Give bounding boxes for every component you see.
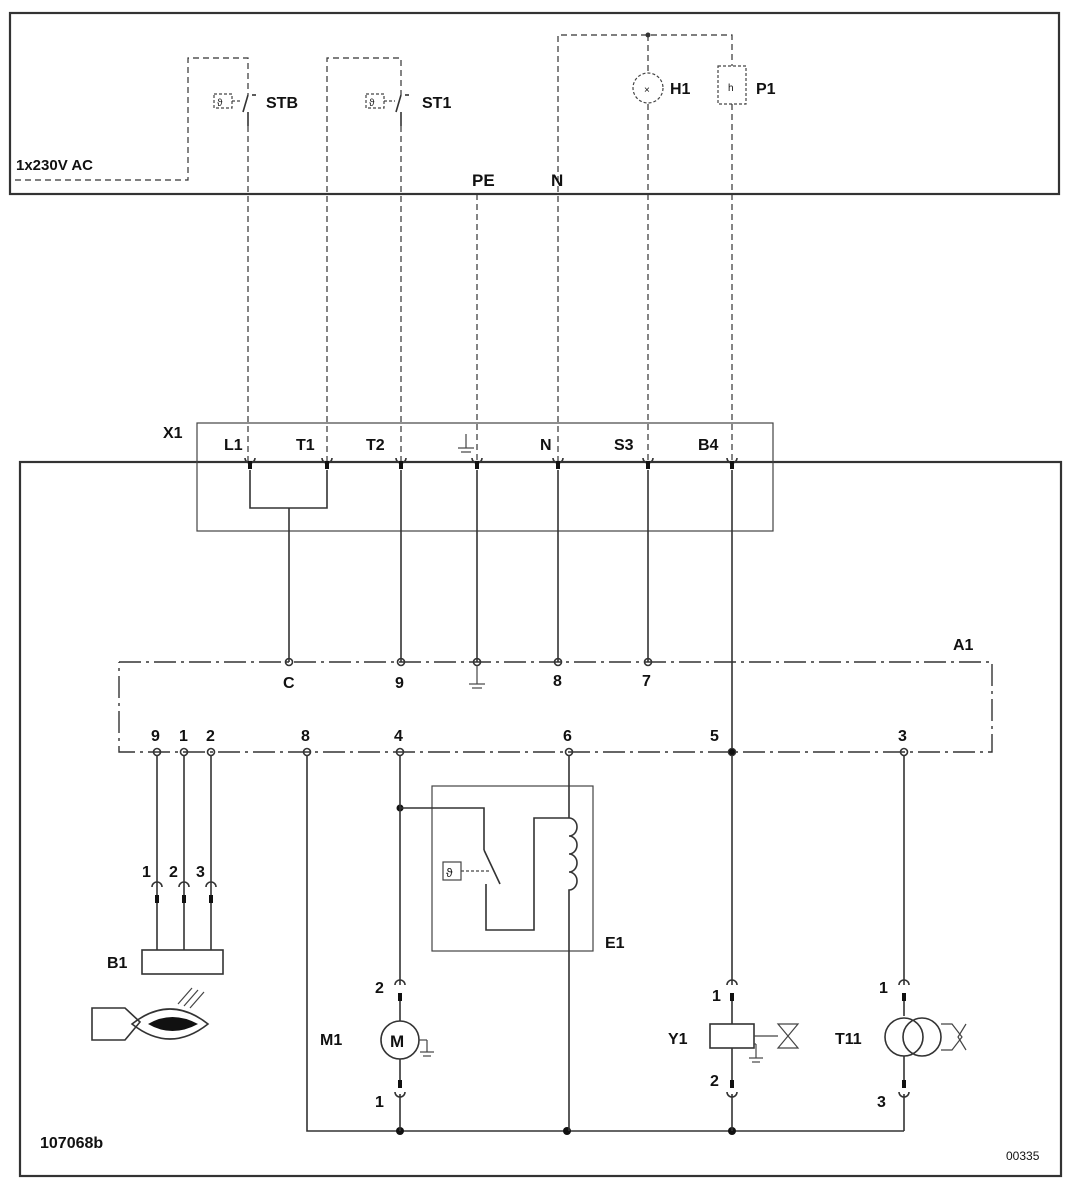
b1-label: B1 [107,955,128,972]
stb-thermostat: ϑ [213,93,256,126]
y1-plug-top [726,979,738,1001]
m1-plug-top [394,979,406,1001]
y1-ground-icon [749,1043,763,1063]
sheet-code: 00335 [1006,1149,1040,1163]
common-return-wire [306,756,904,1132]
m1-pin-bottom: 1 [375,1094,384,1111]
solenoid-valve-icon [709,1023,755,1049]
a1-pin-c: C [283,675,295,692]
t11-pin-bottom: 3 [877,1094,886,1111]
a1-pin-8-lower: 8 [301,728,310,745]
e1-heater-box [431,785,594,952]
t11-label: T11 [835,1031,862,1048]
x1-terminal-block [196,422,774,532]
a1-pin-5: 5 [710,728,719,745]
a1-pin-4: 4 [394,728,403,745]
b1-pin-2: 2 [169,864,178,881]
pe-label: PE [472,171,495,190]
b1-pin-3: 3 [196,864,205,881]
svg-text:ϑ: ϑ [217,98,223,109]
terminal-label-l1: L1 [224,437,243,454]
a1-pin-3: 3 [898,728,907,745]
terminal-label-b4: B4 [698,437,719,454]
m1-symbol: M [390,1032,404,1051]
transformer-icon [884,1017,942,1057]
external-panel [8,11,1061,196]
svg-text:ϑ: ϑ [446,866,453,880]
p1-label: P1 [756,81,776,98]
b1-sensor-body [141,949,224,975]
stb-label: STB [266,95,298,112]
valve-icon [776,1023,800,1049]
flame-icon [91,987,210,1041]
a1-label: A1 [953,637,974,654]
st1-thermostat: ϑ [365,93,409,126]
a1-pin-7: 7 [642,673,651,690]
supply-wire [15,57,249,181]
e1-switch-contact [483,849,501,885]
a1-pin-6: 6 [563,728,572,745]
y1-pin-bottom: 2 [710,1073,719,1090]
x1-label: X1 [163,425,183,442]
st1-label: ST1 [422,95,451,112]
supply-label: 1x230V AC [16,157,93,174]
terminal-plugs [244,457,738,469]
m1-pin-top: 2 [375,980,384,997]
a1-controller [118,661,993,753]
e1-label: E1 [605,935,625,952]
n-label: N [551,171,563,190]
a1-pin-9-upper: 9 [395,675,404,692]
svg-text:ϑ: ϑ [369,98,375,109]
t11-pin-top: 1 [879,980,888,997]
neutral-loop-wire [557,34,733,462]
a1-lower-pins [152,747,909,757]
terminal-label-t2: T2 [366,437,385,454]
m1-ground-icon [419,1039,434,1057]
terminal-label-t1: T1 [296,437,315,454]
heating-coil-icon [568,756,578,1131]
l1-t1-bridge [249,470,328,509]
p1-glyph: h [728,83,734,94]
terminal-ground-icon [458,434,474,453]
t11-plug-top [898,979,910,1001]
m1-label: M1 [320,1032,342,1049]
a1-pin-2: 2 [206,728,215,745]
t1-link-wire [326,57,402,462]
a1-ground-icon [469,666,485,689]
junction-dot [645,32,651,38]
a1-pin-9-lower: 9 [151,728,160,745]
y1-label: Y1 [668,1031,688,1048]
ignition-electrode-icon [941,1023,967,1051]
b1-plugs [151,881,217,903]
e1-feed-wire [400,807,485,850]
a1-pin-8-upper: 8 [553,673,562,690]
svg-text:×: × [644,85,650,96]
e1-heater-wire [485,817,569,931]
a1-pin-1: 1 [179,728,188,745]
terminal-label-n: N [540,437,552,454]
burner-panel [18,460,1063,1178]
h1-lamp-icon [632,72,664,104]
terminal-label-s3: S3 [614,437,634,454]
junction-dots [396,749,736,1135]
y1-pin-top: 1 [712,988,721,1005]
b1-pin-1: 1 [142,864,151,881]
h1-label: H1 [670,81,691,98]
a1-upper-pins [284,657,653,667]
drawing-id: 107068b [40,1135,103,1152]
